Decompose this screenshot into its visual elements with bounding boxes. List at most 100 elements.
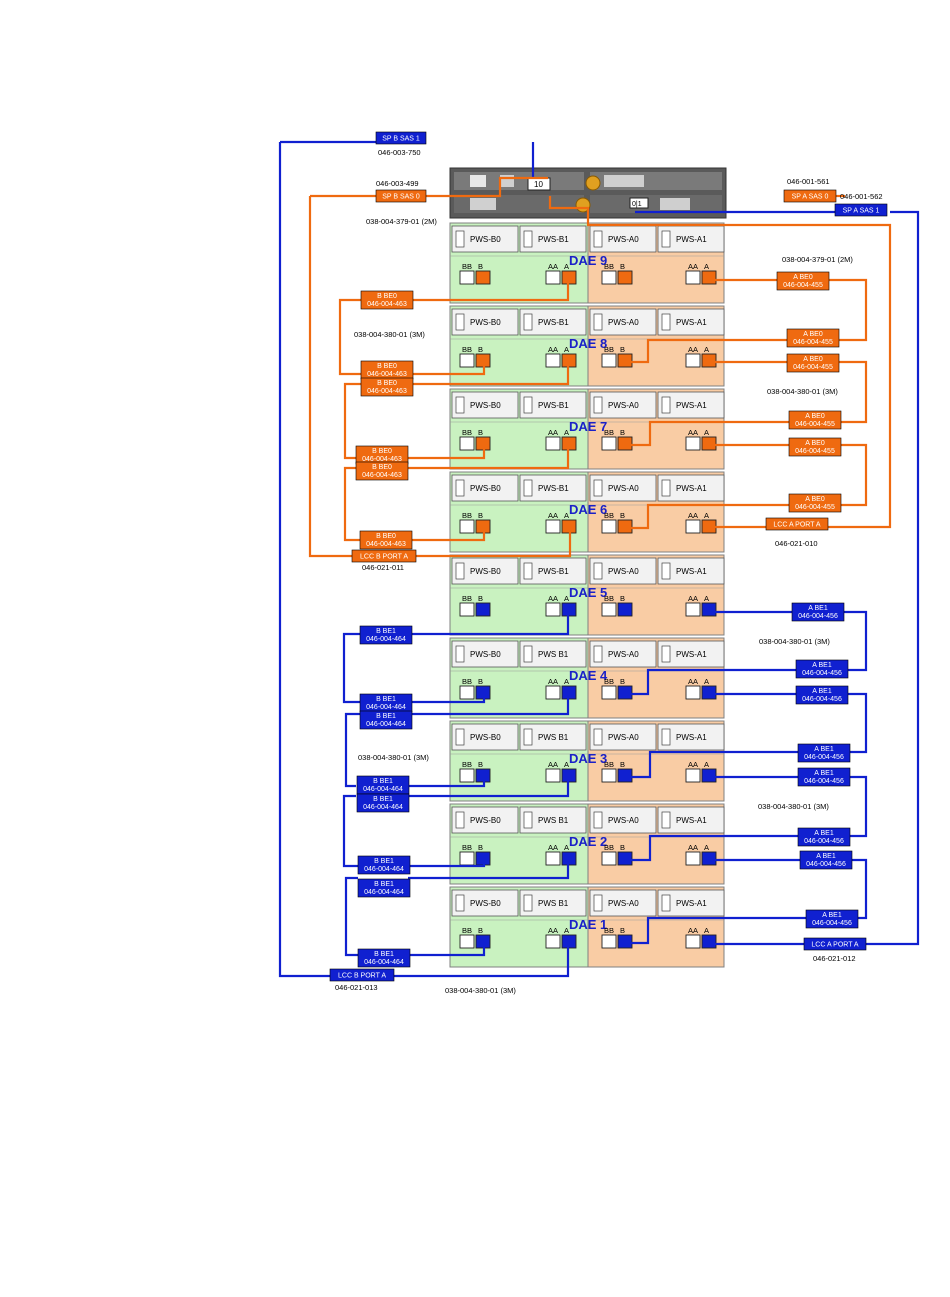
sas-port[interactable] bbox=[459, 851, 475, 866]
sas-port[interactable] bbox=[601, 353, 617, 368]
port-label: BB bbox=[462, 262, 472, 271]
sas-port[interactable] bbox=[685, 851, 701, 866]
sas-port[interactable] bbox=[601, 768, 617, 783]
sas-port[interactable] bbox=[601, 519, 617, 534]
sas-port[interactable] bbox=[545, 768, 561, 783]
sas-port[interactable] bbox=[701, 270, 717, 285]
sas-port[interactable] bbox=[617, 685, 633, 700]
tag-text: 046-004-456 bbox=[798, 613, 838, 620]
sas-port[interactable] bbox=[601, 602, 617, 617]
sas-port[interactable] bbox=[545, 270, 561, 285]
sas-port[interactable] bbox=[459, 685, 475, 700]
tag-background bbox=[797, 743, 851, 763]
sas-port[interactable] bbox=[701, 768, 717, 783]
port-label: BB bbox=[462, 926, 472, 935]
power-supply bbox=[451, 557, 519, 585]
sas-port[interactable] bbox=[701, 436, 717, 451]
sas-port[interactable] bbox=[601, 934, 617, 949]
tag-text: B BE1 bbox=[376, 713, 396, 720]
sas-port[interactable] bbox=[475, 602, 491, 617]
sas-port[interactable] bbox=[617, 270, 633, 285]
sas-port[interactable] bbox=[701, 353, 717, 368]
sas-port[interactable] bbox=[459, 353, 475, 368]
port-label: A bbox=[564, 843, 569, 852]
sas-port[interactable] bbox=[545, 353, 561, 368]
tag-text: A BE0 bbox=[805, 440, 825, 447]
sas-port[interactable] bbox=[475, 270, 491, 285]
sas-port[interactable] bbox=[459, 934, 475, 949]
sas-port[interactable] bbox=[685, 353, 701, 368]
tag-background bbox=[797, 827, 851, 847]
sas-port[interactable] bbox=[459, 768, 475, 783]
psu-switch-icon bbox=[661, 230, 671, 248]
psu-switch-icon bbox=[455, 894, 465, 912]
cable-tag-sp-b-sas0: SP B SAS 0 bbox=[375, 189, 427, 203]
tag-text: B BE1 bbox=[374, 951, 394, 958]
sas-port[interactable] bbox=[545, 436, 561, 451]
sas-port[interactable] bbox=[617, 602, 633, 617]
sas-port[interactable] bbox=[617, 851, 633, 866]
sas-port[interactable] bbox=[601, 851, 617, 866]
sas-port[interactable] bbox=[459, 436, 475, 451]
port-label: AA bbox=[548, 926, 558, 935]
sas-port[interactable] bbox=[701, 851, 717, 866]
sas-cable bbox=[408, 943, 486, 957]
tag-text: 046-004-464 bbox=[366, 721, 406, 728]
sas-port[interactable] bbox=[601, 685, 617, 700]
sas-port[interactable] bbox=[545, 519, 561, 534]
sas-port[interactable] bbox=[685, 270, 701, 285]
tag-background bbox=[803, 937, 867, 951]
sas-port[interactable] bbox=[685, 768, 701, 783]
port-label: A bbox=[564, 345, 569, 354]
port-label: AA bbox=[688, 428, 698, 437]
sas-port[interactable] bbox=[459, 270, 475, 285]
sas-port[interactable] bbox=[459, 602, 475, 617]
part-number-pn-sp-b-sas1: 046-003-750 bbox=[378, 148, 421, 157]
tag-text: B BE1 bbox=[374, 858, 394, 865]
sas-port[interactable] bbox=[617, 934, 633, 949]
sas-port[interactable] bbox=[701, 685, 717, 700]
psu-label: PWS B1 bbox=[538, 816, 569, 825]
psu-switch-icon bbox=[593, 562, 603, 580]
sas-port[interactable] bbox=[545, 685, 561, 700]
sas-port[interactable] bbox=[685, 685, 701, 700]
sp-port-label: 10 bbox=[534, 180, 543, 189]
sas-port[interactable] bbox=[617, 768, 633, 783]
sas-port[interactable] bbox=[545, 851, 561, 866]
sas-port[interactable] bbox=[545, 602, 561, 617]
sas-port[interactable] bbox=[701, 934, 717, 949]
dae-label: DAE 4 bbox=[569, 668, 608, 683]
sas-cable bbox=[342, 794, 358, 868]
sas-port[interactable] bbox=[685, 436, 701, 451]
sas-port[interactable] bbox=[685, 519, 701, 534]
sas-port[interactable] bbox=[685, 602, 701, 617]
sas-port[interactable] bbox=[617, 353, 633, 368]
tag-text: B BE1 bbox=[373, 778, 393, 785]
port-label: BB bbox=[604, 843, 614, 852]
port-label: BB bbox=[604, 926, 614, 935]
sas-port[interactable] bbox=[545, 934, 561, 949]
sas-port[interactable] bbox=[685, 934, 701, 949]
power-supply bbox=[519, 225, 587, 253]
port-label: A bbox=[564, 511, 569, 520]
sas-port[interactable] bbox=[459, 519, 475, 534]
sas-port[interactable] bbox=[617, 436, 633, 451]
sas-port[interactable] bbox=[701, 602, 717, 617]
psu-switch-icon bbox=[661, 894, 671, 912]
sas-port[interactable] bbox=[601, 436, 617, 451]
sas-port[interactable] bbox=[617, 519, 633, 534]
port-label: A bbox=[704, 345, 709, 354]
port-label: B bbox=[620, 926, 625, 935]
psu-switch-icon bbox=[661, 728, 671, 746]
sas-port[interactable] bbox=[601, 270, 617, 285]
tag-text: 046-004-456 bbox=[802, 670, 842, 677]
tag-background bbox=[360, 290, 414, 310]
